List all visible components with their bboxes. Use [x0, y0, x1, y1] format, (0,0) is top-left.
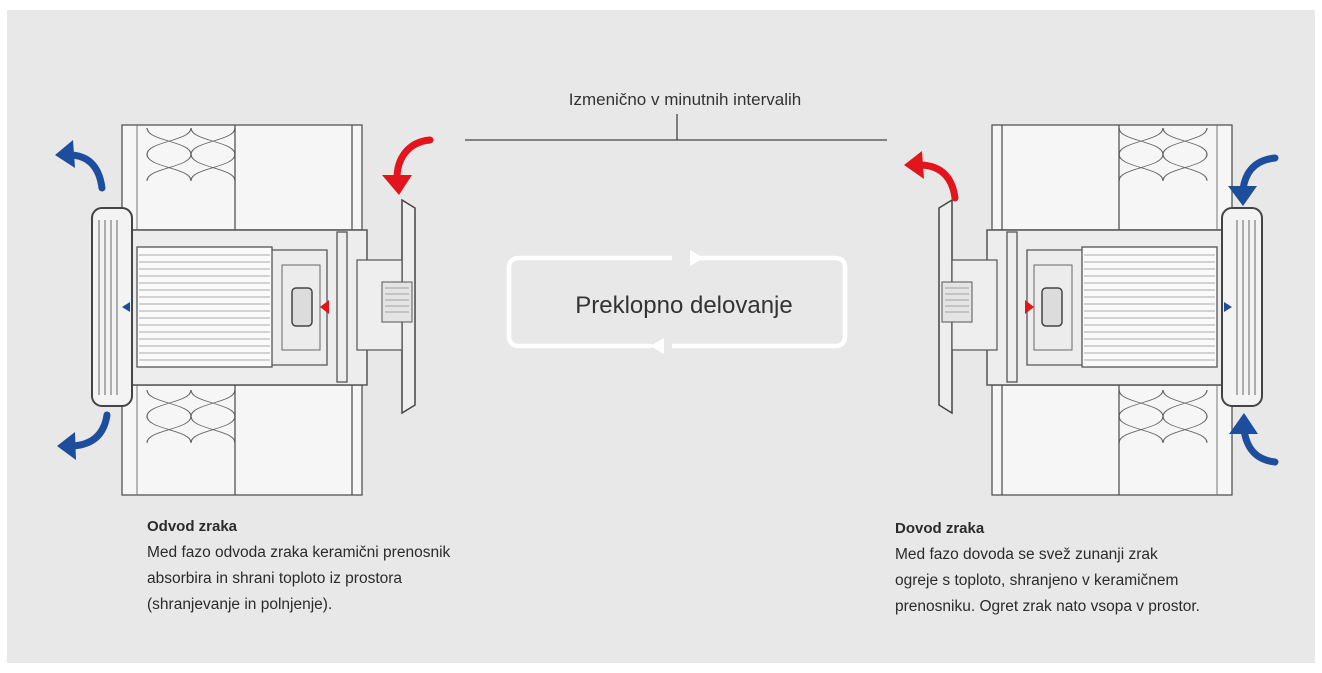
left-inner-marker — [122, 302, 130, 312]
interval-bracket — [465, 114, 887, 141]
exhaust-title: Odvod zraka — [147, 518, 238, 535]
switch-operation-label: Preklopno delovanje — [575, 292, 793, 319]
ventilation-diagram — [55, 114, 1279, 663]
diagram-panel: Izmenično v minutnih intervalih Preklopn… — [7, 10, 1315, 663]
blue-arrow-top-right — [1239, 154, 1279, 194]
red-arrow-left-unit — [393, 136, 434, 182]
exhaust-text-line: (shranjevanje in polnjenje). — [147, 596, 333, 613]
red-arrow-right-unit — [915, 161, 959, 202]
left-ventilation-unit — [55, 125, 434, 495]
right-ventilation-unit — [939, 125, 1262, 495]
supply-title: Dovod zraka — [895, 520, 985, 537]
interval-label: Izmenično v minutnih intervalih — [568, 90, 802, 109]
supply-text-line: ogreje s toploto, shranjeno v keramičnem — [895, 572, 1179, 589]
arrow-right-head — [690, 250, 704, 266]
blue-arrow-bottom-left — [68, 411, 111, 450]
supply-text-line: Med fazo dovoda se svež zunanji zrak — [895, 546, 1158, 563]
switch-operation-box — [506, 250, 848, 354]
right-unit-arrows — [904, 151, 1279, 466]
supply-text-line: prenosniku. Ogret zrak nato vsopa v pros… — [895, 598, 1200, 615]
supply-caption: Dovod zraka Med fazo dovoda se svež zuna… — [895, 516, 1315, 620]
exhaust-text-line: Med fazo odvoda zraka keramični prenosni… — [147, 544, 451, 561]
left-fan-marker — [320, 300, 329, 314]
exhaust-caption: Odvod zraka Med fazo odvoda zraka kerami… — [147, 514, 487, 618]
arrow-left-head — [650, 338, 664, 354]
exhaust-text-line: absorbira in shrani toploto iz prostora — [147, 570, 403, 587]
blue-arrow-bottom-right — [1240, 426, 1279, 466]
